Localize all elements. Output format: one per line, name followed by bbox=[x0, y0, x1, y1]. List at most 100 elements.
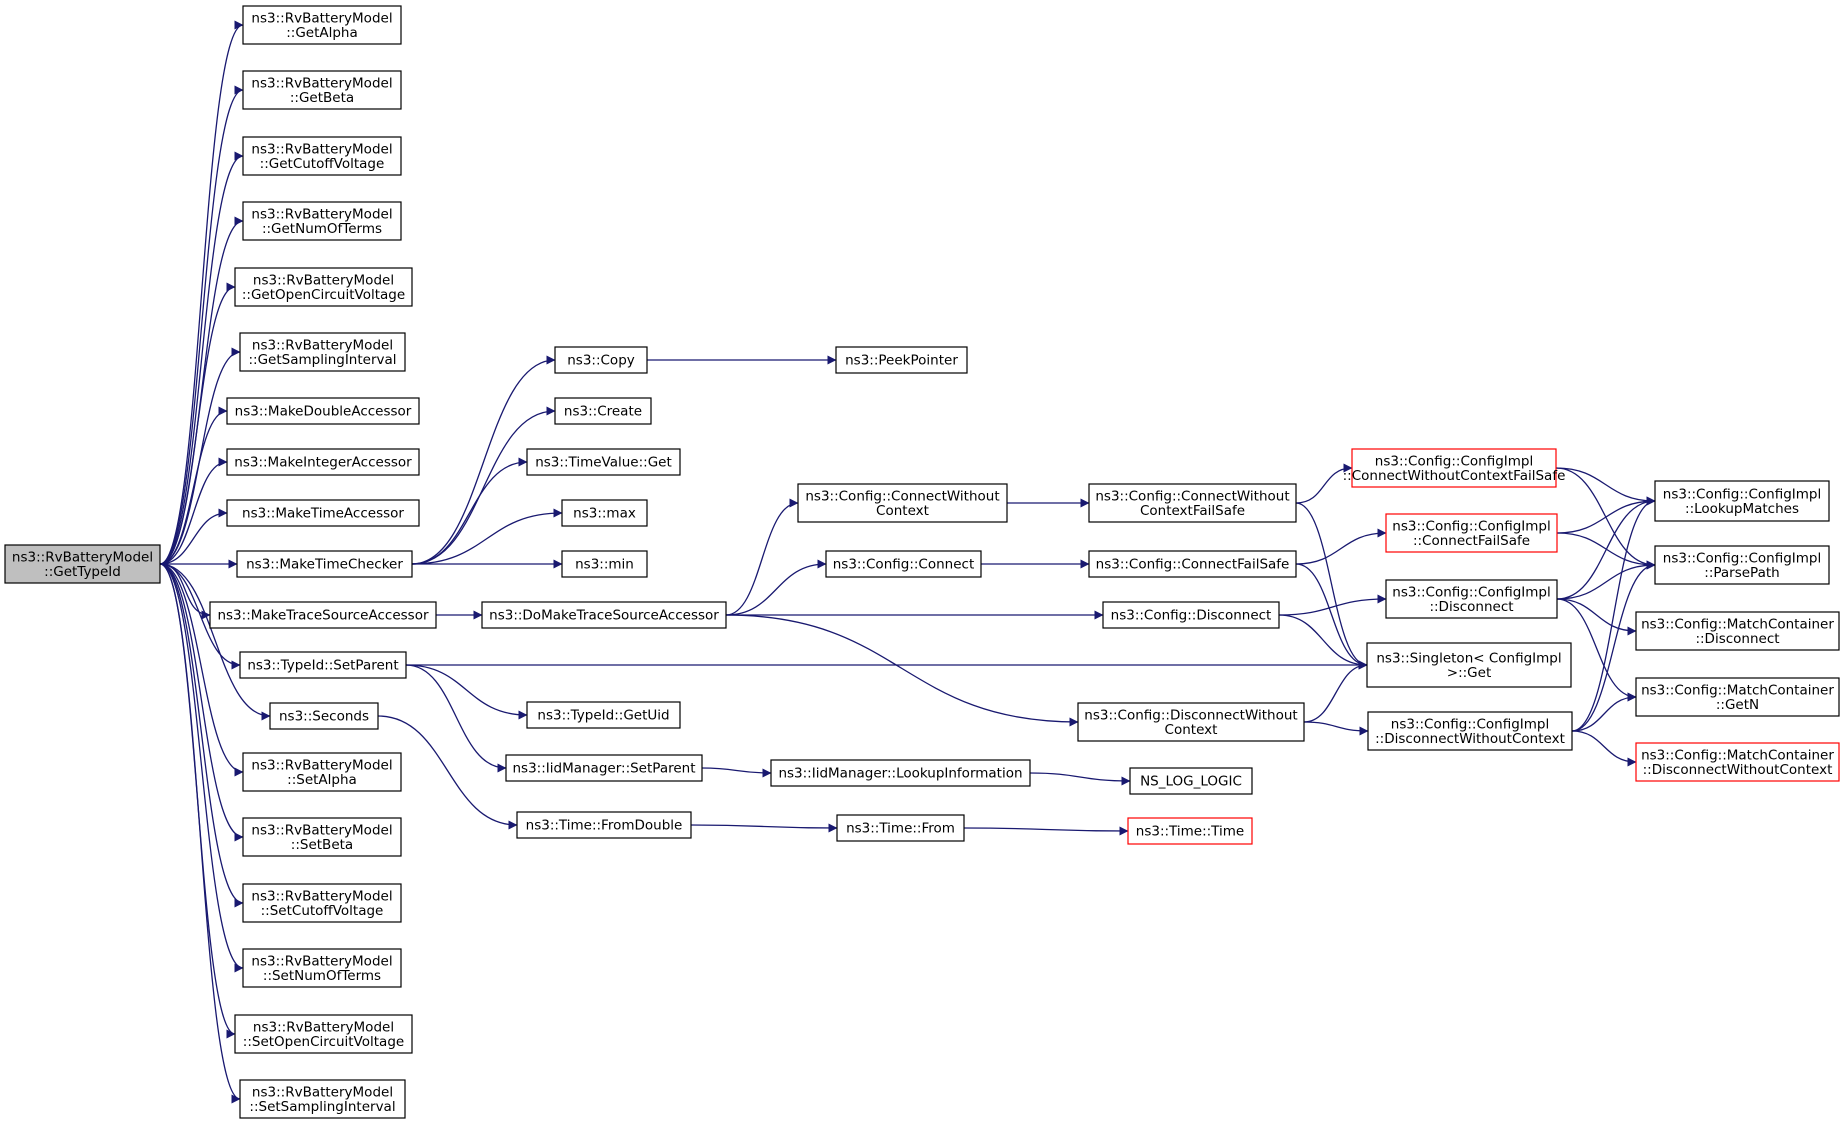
node-timetime[interactable]: ns3::Time::Time bbox=[1127, 817, 1253, 845]
node-label: ContextFailSafe bbox=[1140, 503, 1245, 519]
node-implconnwoctxfs[interactable]: ns3::Config::ConfigImpl::ConnectWithoutC… bbox=[1343, 448, 1566, 488]
node-setalpha[interactable]: ns3::RvBatteryModel::SetAlpha bbox=[242, 752, 402, 792]
edge-root-to-setparent bbox=[159, 563, 241, 670]
edge-implconnwoctxfs-to-lookupmatches bbox=[1555, 467, 1656, 506]
node-box bbox=[226, 448, 420, 476]
node-cfgdiscwoctx[interactable]: ns3::Config::DisconnectWithoutContext bbox=[1077, 702, 1305, 742]
node-label: ::GetOpenCircuitVoltage bbox=[242, 287, 405, 303]
node-makedouble[interactable]: ns3::MakeDoubleAccessor bbox=[226, 397, 420, 425]
node-iidsetparent[interactable]: ns3::IidManager::SetParent bbox=[505, 754, 703, 782]
node-getsampling[interactable]: ns3::RvBatteryModel::GetSamplingInterval bbox=[239, 332, 406, 372]
node-lookupinfo[interactable]: ns3::IidManager::LookupInformation bbox=[770, 759, 1031, 787]
node-mcdiscwoctx[interactable]: ns3::Config::MatchContainer::DisconnectW… bbox=[1635, 742, 1840, 782]
node-label: ::GetTypeId bbox=[44, 564, 121, 580]
node-impldisconnect[interactable]: ns3::Config::ConfigImpl::Disconnect bbox=[1385, 579, 1558, 619]
node-label: ns3::TypeId::GetUid bbox=[537, 708, 669, 724]
node-nsloglogic[interactable]: NS_LOG_LOGIC bbox=[1129, 767, 1253, 795]
node-peekpointer[interactable]: ns3::PeekPointer bbox=[835, 346, 968, 374]
node-getbeta[interactable]: ns3::RvBatteryModel::GetBeta bbox=[242, 70, 402, 110]
node-singletonget[interactable]: ns3::Singleton< ConfigImpl >::Get bbox=[1366, 642, 1572, 688]
node-setopencv[interactable]: ns3::RvBatteryModel::SetOpenCircuitVolta… bbox=[234, 1014, 413, 1054]
node-label: ns3::max bbox=[573, 506, 636, 522]
node-setcutoff[interactable]: ns3::RvBatteryModel::SetCutoffVoltage bbox=[242, 883, 402, 923]
node-box bbox=[242, 752, 402, 792]
node-getalpha[interactable]: ns3::RvBatteryModel::GetAlpha bbox=[242, 5, 402, 45]
node-mcdisconnect[interactable]: ns3::Config::MatchContainer::Disconnect bbox=[1635, 611, 1840, 651]
node-label: Context bbox=[876, 503, 929, 519]
node-label: ns3::Config::ConfigImpl bbox=[1392, 584, 1550, 600]
node-setparent[interactable]: ns3::TypeId::SetParent bbox=[239, 651, 407, 679]
node-timefrom[interactable]: ns3::Time::From bbox=[836, 814, 965, 842]
node-box bbox=[1385, 579, 1558, 619]
node-box bbox=[226, 397, 420, 425]
node-label: Context bbox=[1165, 722, 1218, 738]
node-maketimeacc[interactable]: ns3::MakeTimeAccessor bbox=[226, 499, 420, 527]
node-setsampling[interactable]: ns3::RvBatteryModel::SetSamplingInterval bbox=[239, 1079, 406, 1119]
node-label: ::LookupMatches bbox=[1685, 501, 1799, 517]
node-getopencv[interactable]: ns3::RvBatteryModel::GetOpenCircuitVolta… bbox=[234, 267, 413, 307]
node-label: ns3::RvBatteryModel bbox=[251, 141, 392, 157]
node-label: ns3::MakeTimeAccessor bbox=[242, 506, 404, 522]
node-label: ns3::Time::FromDouble bbox=[526, 818, 683, 834]
node-box bbox=[770, 759, 1031, 787]
node-cfgdisconnect[interactable]: ns3::Config::Disconnect bbox=[1102, 601, 1280, 629]
node-getuid[interactable]: ns3::TypeId::GetUid bbox=[526, 701, 681, 729]
node-label: ns3::MakeTimeChecker bbox=[246, 557, 403, 573]
node-seconds[interactable]: ns3::Seconds bbox=[269, 702, 379, 730]
edge-root-to-maketimeacc bbox=[159, 508, 228, 565]
node-implconnfs[interactable]: ns3::Config::ConfigImpl::ConnectFailSafe bbox=[1385, 513, 1558, 553]
node-label: ns3::Singleton< ConfigImpl bbox=[1376, 650, 1561, 666]
edge-seconds-to-fromdouble bbox=[377, 715, 518, 830]
node-min[interactable]: ns3::min bbox=[561, 550, 648, 578]
node-label: ::ConnectFailSafe bbox=[1413, 533, 1530, 549]
edge-impldisconnect-to-mcdisconnect bbox=[1556, 598, 1637, 636]
edge-iidsetparent-to-lookupinfo bbox=[701, 767, 772, 778]
node-maketimechk[interactable]: ns3::MakeTimeChecker bbox=[236, 550, 413, 578]
node-label: ::SetCutoffVoltage bbox=[261, 903, 384, 919]
node-label: ns3::Config::Disconnect bbox=[1111, 608, 1272, 624]
edge-root-to-setalpha bbox=[159, 563, 244, 777]
node-makeinteger[interactable]: ns3::MakeIntegerAccessor bbox=[226, 448, 420, 476]
node-cfgconnwoctx[interactable]: ns3::Config::ConnectWithoutContext bbox=[797, 483, 1008, 523]
node-setnumterms[interactable]: ns3::RvBatteryModel::SetNumOfTerms bbox=[242, 948, 402, 988]
node-max[interactable]: ns3::max bbox=[561, 499, 648, 527]
node-label: ns3::RvBatteryModel bbox=[251, 75, 392, 91]
edge-domaketrace-to-cfgdiscwoctx bbox=[725, 614, 1079, 727]
node-mcgetn[interactable]: ns3::Config::MatchContainer::GetN bbox=[1635, 677, 1840, 717]
node-create[interactable]: ns3::Create bbox=[554, 397, 652, 425]
node-label: >::Get bbox=[1447, 665, 1491, 681]
node-label: ns3::IidManager::LookupInformation bbox=[778, 766, 1022, 782]
node-root[interactable]: ns3::RvBatteryModel::GetTypeId bbox=[4, 544, 161, 584]
node-label: ns3::Config::ConfigImpl bbox=[1375, 453, 1533, 469]
node-getnumterms[interactable]: ns3::RvBatteryModel::GetNumOfTerms bbox=[242, 201, 402, 241]
node-copy[interactable]: ns3::Copy bbox=[554, 346, 648, 374]
node-cfgconnfs[interactable]: ns3::Config::ConnectFailSafe bbox=[1088, 550, 1297, 578]
node-lookupmatches[interactable]: ns3::Config::ConfigImpl::LookupMatches bbox=[1654, 480, 1830, 522]
node-timevalueget[interactable]: ns3::TimeValue::Get bbox=[526, 448, 681, 476]
node-domaketrace[interactable]: ns3::DoMakeTraceSourceAccessor bbox=[481, 601, 727, 629]
node-label: ns3::MakeDoubleAccessor bbox=[235, 404, 412, 420]
node-impldiscwoctx[interactable]: ns3::Config::ConfigImpl::DisconnectWitho… bbox=[1367, 711, 1573, 751]
edge-cfgconnfs-to-implconnfs bbox=[1295, 528, 1387, 565]
node-label: ns3::Config::DisconnectWithout bbox=[1084, 707, 1297, 723]
node-getcutoff[interactable]: ns3::RvBatteryModel::GetCutoffVoltage bbox=[242, 136, 402, 176]
node-label: ::GetN bbox=[1716, 697, 1759, 713]
node-box bbox=[234, 267, 413, 307]
node-cfgconnwoctxfs[interactable]: ns3::Config::ConnectWithoutContextFailSa… bbox=[1088, 483, 1297, 523]
node-box bbox=[1088, 550, 1297, 578]
node-setbeta[interactable]: ns3::RvBatteryModel::SetBeta bbox=[242, 817, 402, 857]
node-box bbox=[505, 754, 703, 782]
node-label: ns3::MakeTraceSourceAccessor bbox=[217, 608, 428, 624]
node-box bbox=[1635, 611, 1840, 651]
node-cfgconnect[interactable]: ns3::Config::Connect bbox=[825, 550, 982, 578]
node-box bbox=[4, 544, 161, 584]
node-box bbox=[269, 702, 379, 730]
node-parsepath[interactable]: ns3::Config::ConfigImpl::ParsePath bbox=[1654, 545, 1830, 585]
node-fromdouble[interactable]: ns3::Time::FromDouble bbox=[516, 811, 692, 839]
node-box bbox=[242, 948, 402, 988]
edge-fromdouble-to-timefrom bbox=[690, 823, 838, 833]
node-box bbox=[1077, 702, 1305, 742]
edge-impldiscwoctx-to-mcgetn bbox=[1571, 692, 1637, 732]
node-label: ::GetAlpha bbox=[286, 25, 358, 41]
node-maketrace[interactable]: ns3::MakeTraceSourceAccessor bbox=[209, 601, 437, 629]
